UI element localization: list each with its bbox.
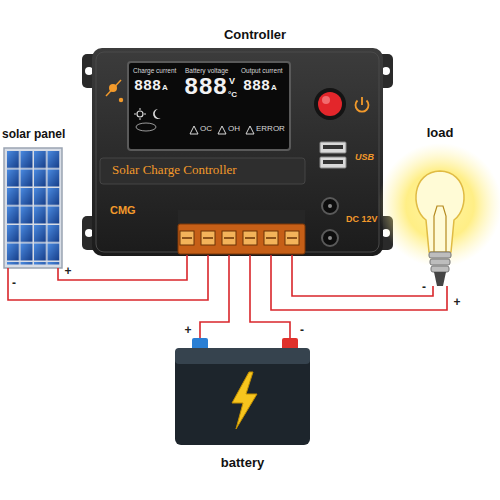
display-digits: 888 <box>243 79 270 96</box>
terminal-block <box>178 210 305 224</box>
display-caption: Charge current <box>133 67 176 74</box>
dc-jack <box>322 198 338 246</box>
power-button <box>314 88 369 120</box>
dc-jack <box>328 236 332 240</box>
bulb-drawing <box>378 143 500 267</box>
solar-panel-drawing <box>4 148 62 268</box>
sun-icon <box>106 80 123 102</box>
bulb-drawing <box>431 266 449 272</box>
status-flag: OC <box>200 125 212 134</box>
sun-icon <box>106 80 121 96</box>
lcd-screen <box>218 126 226 134</box>
solar-panel-drawing <box>4 148 62 268</box>
bulb-drawing <box>429 252 451 258</box>
dc-jack <box>322 230 338 246</box>
light-bulb: load <box>412 168 468 286</box>
power-wire <box>58 255 187 280</box>
sun-icon <box>119 98 123 102</box>
port-label: USB <box>355 153 374 163</box>
power-wire <box>200 255 229 338</box>
solar-panel: solar panel <box>4 148 62 268</box>
terminal-block <box>182 237 297 239</box>
lcd-screen <box>128 62 290 150</box>
status-flag: ERROR <box>256 125 285 134</box>
usb-port <box>323 160 343 164</box>
part-title: load <box>427 126 454 140</box>
controller-housing <box>85 229 93 237</box>
bulb-drawing <box>434 272 446 286</box>
port-label: DC 12V <box>346 215 378 225</box>
controller-housing <box>96 52 379 252</box>
usb-port <box>320 142 346 153</box>
lcd-screen <box>153 109 161 119</box>
bulb-drawing <box>434 206 446 252</box>
lcd-screen <box>136 123 156 131</box>
polarity-sign: - <box>11 277 17 289</box>
status-flag: OH <box>228 125 240 134</box>
lcd-screen <box>134 108 146 120</box>
dc-jack <box>322 198 338 214</box>
bulb-drawing <box>378 143 500 286</box>
terminal-block <box>178 224 305 254</box>
bulb-drawing <box>430 259 450 265</box>
battery-drawing <box>232 372 257 429</box>
display-caption: Output current <box>241 67 283 74</box>
polarity-sign: + <box>63 265 72 277</box>
display-digits: 888 <box>184 75 227 101</box>
lcd-screen <box>137 111 143 117</box>
power-wire <box>250 255 290 338</box>
brand-mark: CMG <box>110 204 136 216</box>
power-button <box>361 97 363 105</box>
power-button <box>322 96 330 104</box>
lcd-screen <box>190 126 198 134</box>
battery-drawing <box>175 338 310 445</box>
polarity-sign: - <box>421 281 427 293</box>
power-button <box>318 92 342 116</box>
controller-housing: ControllerSolar Charge ControllerCMGUSBD… <box>92 50 383 255</box>
display-digits: 888 <box>134 79 161 96</box>
controller-housing <box>85 67 93 75</box>
part-title: battery <box>221 456 264 470</box>
lcd-display: Charge current Battery voltage Output curr… <box>128 62 290 150</box>
lcd-screen <box>128 62 290 150</box>
display-unit: A <box>271 84 277 93</box>
solar-panel-drawing <box>7 151 60 265</box>
polarity-sign: + <box>183 324 192 336</box>
dc-jack <box>328 204 332 208</box>
usb-port <box>320 142 346 168</box>
terminal-block <box>178 210 305 254</box>
polarity-sign: + <box>452 296 461 308</box>
part-title: solar panel <box>2 128 65 141</box>
controller-housing <box>382 67 390 75</box>
usb-port <box>323 145 343 149</box>
controller-housing <box>82 48 393 256</box>
display-unit: V <box>229 77 235 87</box>
power-wire <box>8 255 208 300</box>
lcd-screen <box>246 126 254 134</box>
display-unit: A <box>162 84 168 93</box>
power-wire <box>271 255 447 310</box>
battery-drawing <box>175 348 310 445</box>
display-unit: °C <box>228 91 237 100</box>
battery: battery <box>175 338 310 445</box>
usb-port <box>320 157 346 168</box>
power-button <box>314 88 346 120</box>
polarity-sign: - <box>299 324 305 336</box>
part-title: Controller <box>224 28 286 42</box>
display-caption: Battery voltage <box>185 67 228 74</box>
controller-housing <box>100 158 305 184</box>
power-wire <box>292 255 433 296</box>
battery-drawing <box>175 348 310 364</box>
product-name: Solar Charge Controller <box>112 163 237 177</box>
controller-housing <box>92 48 383 256</box>
bulb-drawing <box>416 171 464 252</box>
